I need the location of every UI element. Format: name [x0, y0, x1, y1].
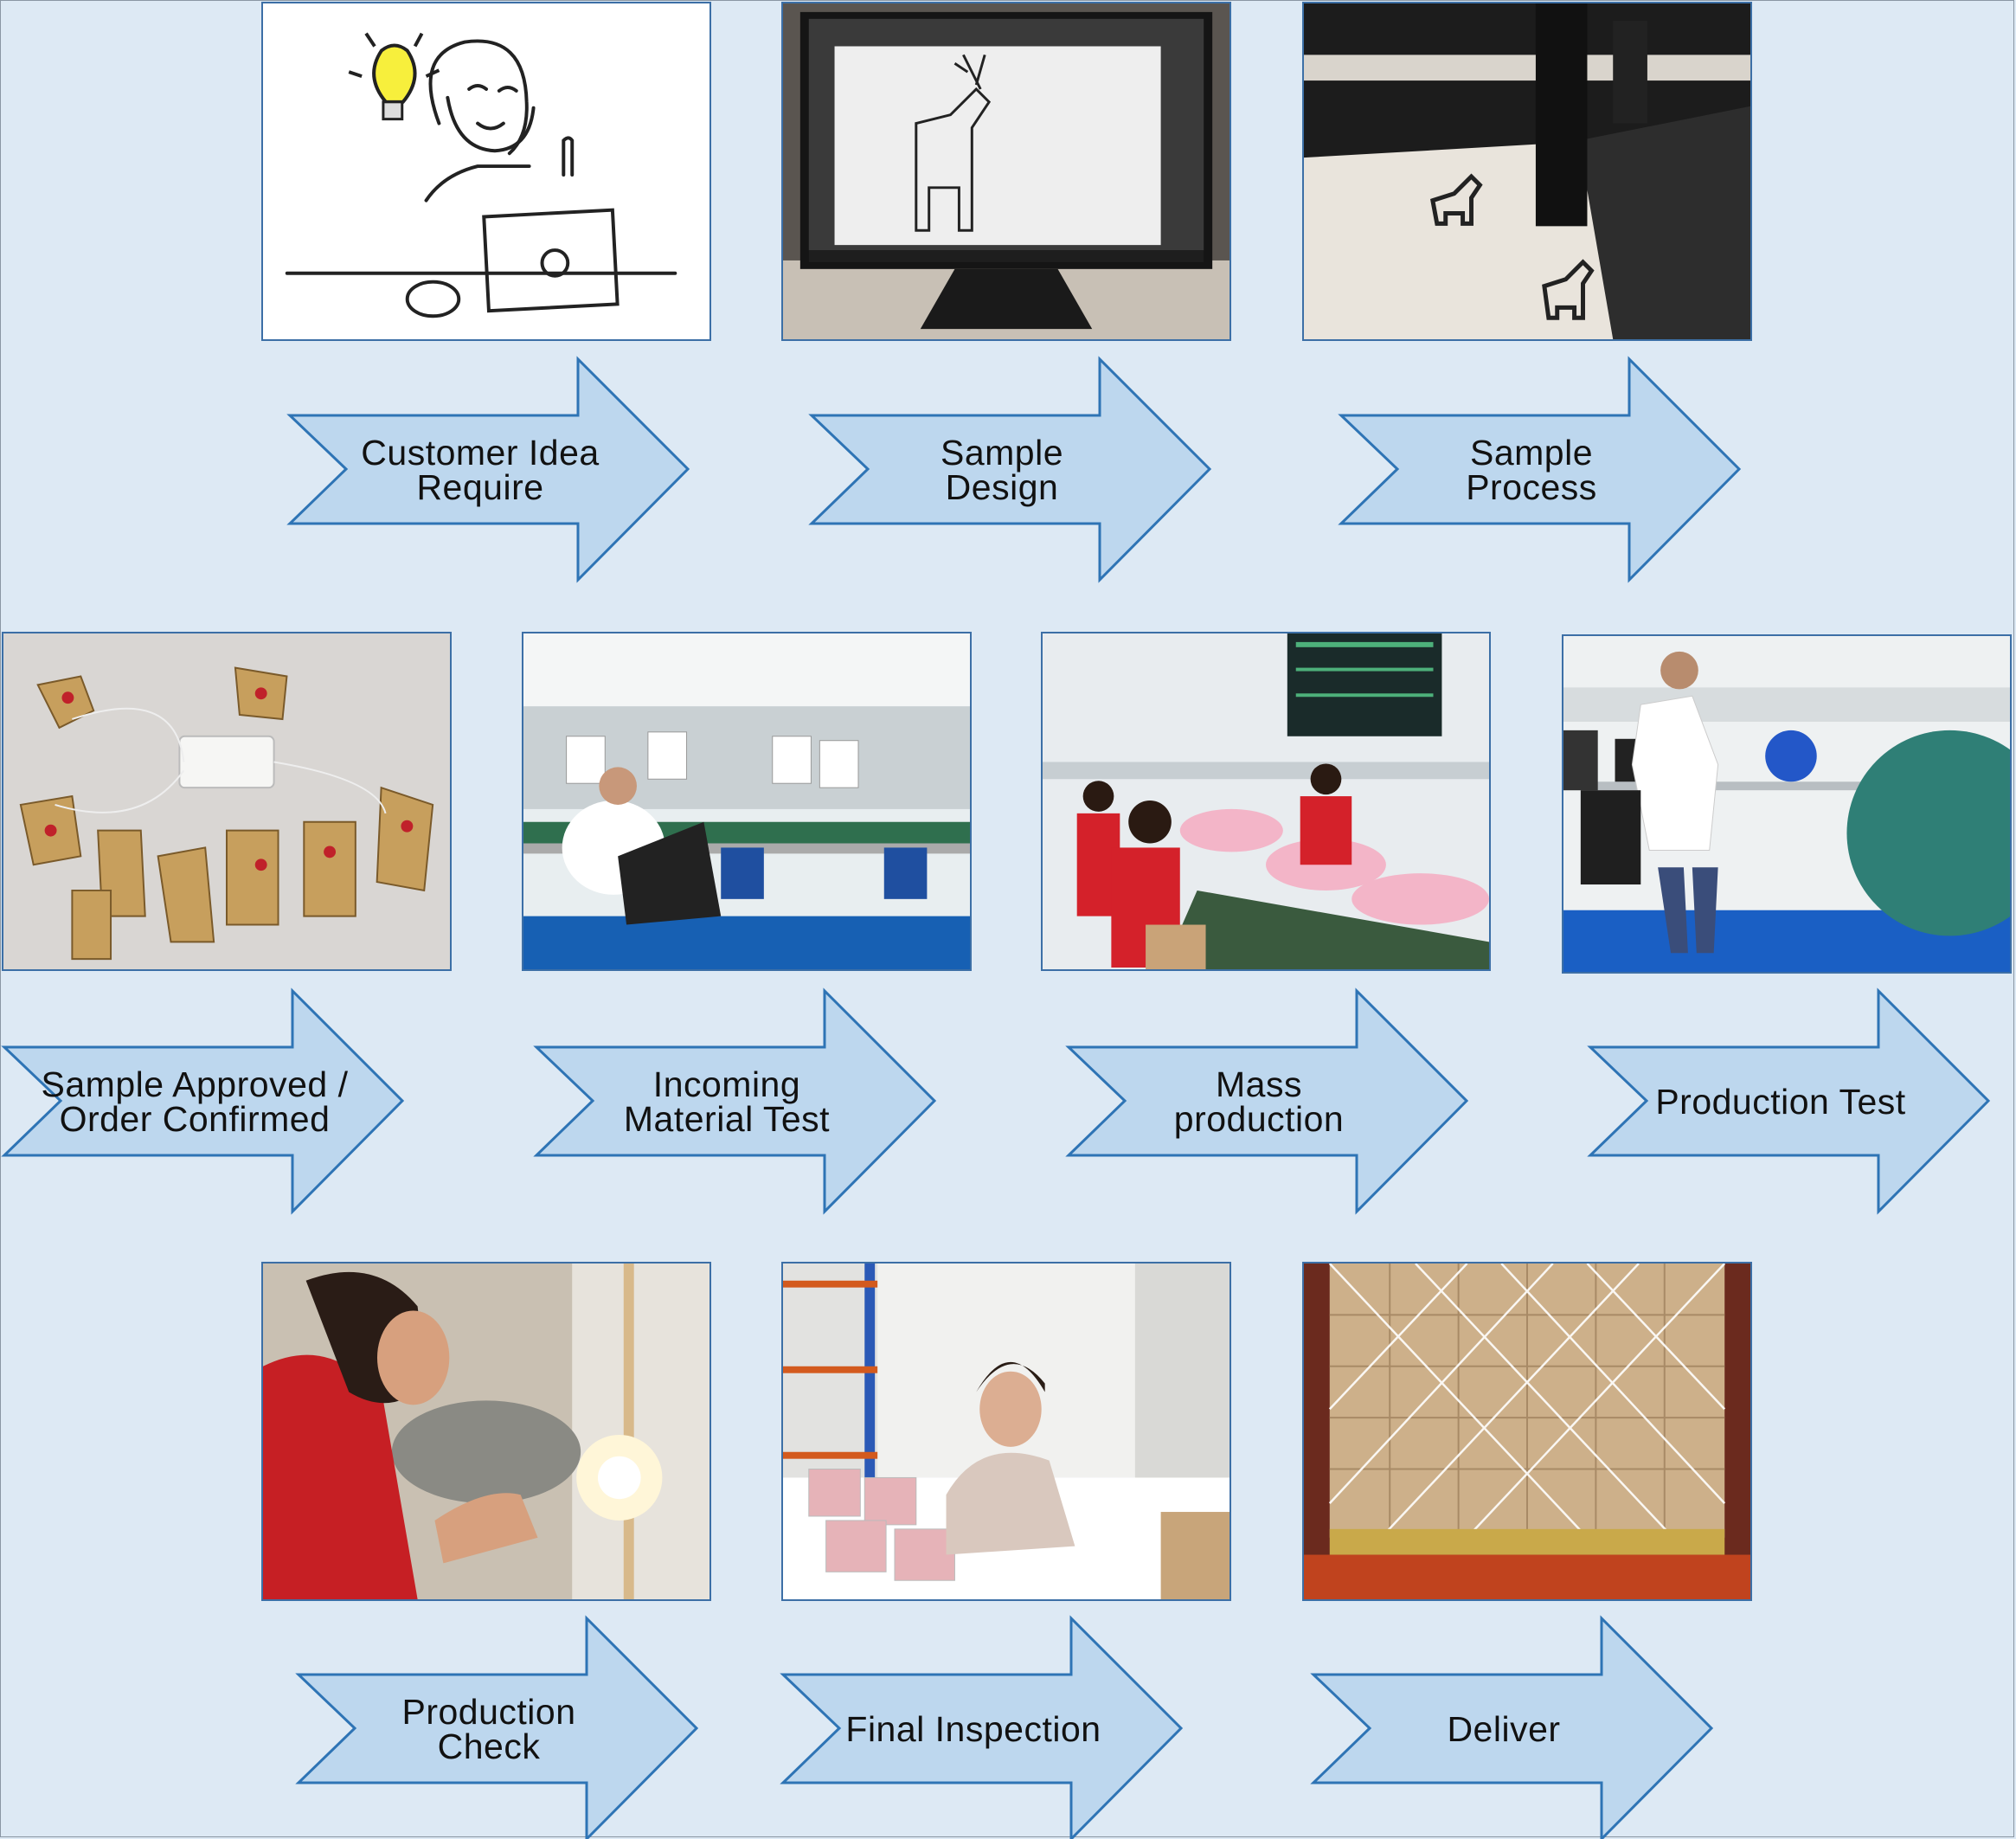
step-label-final-inspection: Final Inspection	[845, 1708, 1101, 1749]
arrow-sample-design: Sample Design	[808, 356, 1212, 583]
photo-mass-production	[1041, 632, 1491, 971]
arrow-shape	[533, 987, 937, 1215]
arrow-shape	[1, 987, 405, 1215]
step-label-sample-design: Sample Design	[940, 432, 1063, 507]
step-label-production-test: Production Test	[1655, 1081, 1906, 1122]
arrow-incoming-material: Incoming Material Test	[533, 987, 937, 1215]
photo-customer-idea	[261, 2, 711, 341]
step-label-production-check: Production Check	[401, 1691, 576, 1766]
arrow-shape	[1587, 987, 1991, 1215]
arrow-final-inspection: Final Inspection	[780, 1615, 1184, 1839]
step-label-sample-approved: Sample Approved / Order Confirmed	[41, 1064, 349, 1139]
photo-sample-approved	[2, 632, 452, 971]
photo-production-test	[1562, 634, 2012, 974]
arrow-shape	[1310, 1615, 1714, 1839]
arrow-customer-idea: Customer Idea Require	[286, 356, 690, 583]
photo-deliver	[1302, 1262, 1752, 1601]
step-label-sample-process: Sample Process	[1466, 432, 1597, 507]
step-label-mass-production: Mass production	[1173, 1064, 1345, 1139]
arrow-sample-approved: Sample Approved / Order Confirmed	[1, 987, 405, 1215]
arrow-shape	[808, 356, 1212, 583]
arrow-production-check: Production Check	[295, 1615, 699, 1839]
photo-final-inspection	[781, 1262, 1231, 1601]
step-label-customer-idea: Customer Idea Require	[361, 432, 600, 507]
arrow-shape	[286, 356, 690, 583]
arrow-deliver: Deliver	[1310, 1615, 1714, 1839]
arrow-shape	[780, 1615, 1184, 1839]
photo-sample-design	[781, 2, 1231, 341]
arrow-mass-production: Mass production	[1065, 987, 1469, 1215]
arrow-production-test: Production Test	[1587, 987, 1991, 1215]
step-label-incoming-material: Incoming Material Test	[623, 1064, 831, 1139]
photo-sample-process	[1302, 2, 1752, 341]
arrow-shape	[1065, 987, 1469, 1215]
photo-incoming-material	[522, 632, 972, 971]
arrow-sample-process: Sample Process	[1338, 356, 1742, 583]
arrow-shape	[295, 1615, 699, 1839]
arrow-shape	[1338, 356, 1742, 583]
step-label-deliver: Deliver	[1447, 1708, 1561, 1749]
photo-production-check	[261, 1262, 711, 1601]
